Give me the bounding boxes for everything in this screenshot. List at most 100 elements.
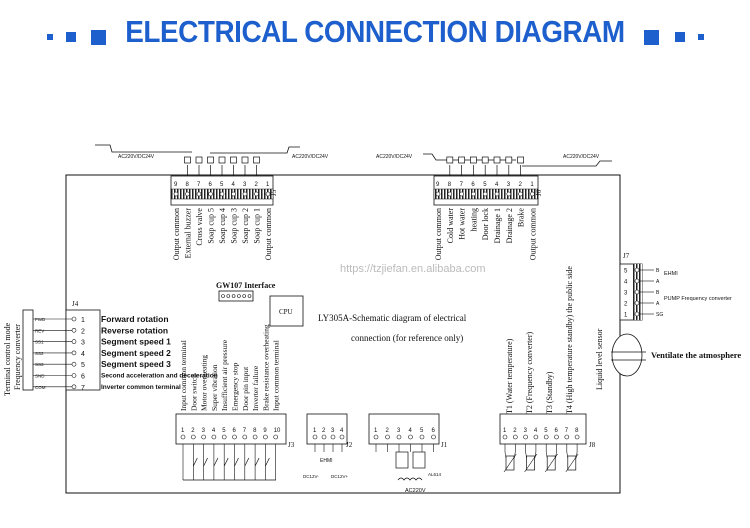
j1-terminal — [419, 434, 425, 440]
cpu-box — [269, 295, 304, 327]
j6-relay-contact — [505, 156, 513, 164]
j5-relay-contact — [195, 156, 203, 164]
j8-pin-number: 2 — [513, 428, 517, 434]
j1-pin-number: 3 — [397, 428, 401, 434]
j7-group2: PUMP Frequency converter — [664, 296, 732, 302]
j5-relay-contact — [207, 156, 214, 164]
j8-signal-t1: T1 (Water temperature) — [505, 338, 514, 414]
j4-tag: COM — [35, 385, 46, 390]
j4-side-subtitle: Frequency converter — [13, 324, 22, 390]
j5-pin-number: 3 — [243, 182, 247, 188]
j5-pin-number: 2 — [255, 182, 259, 188]
j3-input-switch — [223, 457, 229, 467]
j5-signal-label: External buzzer — [184, 208, 193, 259]
j5-signal-label: Soap cup 3 — [230, 208, 239, 244]
j6-signal-label: Output common — [434, 208, 443, 260]
j8-signal-t2: T2 (Frequency converter) — [525, 331, 534, 414]
j5-signal-label: Cross valve — [195, 208, 204, 246]
j5-signal-label: Output common — [264, 208, 273, 260]
j3-signal-label: Motor overheating — [200, 355, 209, 411]
j8-terminal — [564, 434, 570, 440]
j8-pin-number: 5 — [544, 428, 548, 434]
decor-square — [47, 34, 53, 40]
j3-pin-number: 3 — [202, 428, 206, 434]
watermark: https://tzjiefan.en.alibaba.com — [340, 263, 486, 275]
j4-signal-label: Segment speed 3 — [101, 359, 171, 369]
j6-signal-label: Brake — [517, 208, 526, 228]
j3-terminal — [180, 434, 186, 440]
j6-relay-contact — [481, 156, 489, 164]
j8-pin-number: 6 — [555, 428, 559, 434]
j7-pin-number: 5 — [624, 269, 628, 275]
j4-signal-label: Second acceleration and deceleration — [101, 373, 218, 380]
j3-pin-number: 1 — [181, 428, 185, 434]
j4-terminal — [71, 384, 77, 390]
j7-pin-number: 3 — [624, 291, 628, 297]
j8-signal-t3: T3 (Standby) — [545, 371, 554, 414]
j8-pin-number: 3 — [524, 428, 528, 434]
j1-terminal — [431, 434, 436, 440]
liquid-level-sensor-label: Liquid level sensor — [595, 328, 604, 390]
j3-pin-number: 2 — [191, 428, 195, 434]
j2-pin-number: 3 — [331, 428, 335, 434]
j6-terminal — [482, 191, 488, 197]
decor-square — [644, 30, 659, 45]
j4-pin-number: 6 — [81, 374, 85, 381]
j2-pin-number: 1 — [313, 428, 317, 434]
j1-pin-number: 2 — [386, 428, 390, 434]
j8-terminal — [512, 434, 518, 440]
cpu-label: CPU — [279, 308, 293, 316]
j5-pin-number: 4 — [232, 182, 236, 188]
j6-pin-number: 1 — [530, 182, 534, 188]
j6-voltage-left: AC220V/DC24V — [376, 154, 413, 160]
j5-signal-label: Soap cup 4 — [218, 208, 227, 244]
j6-label: J6 — [535, 189, 543, 196]
j3-input-switch — [234, 457, 239, 467]
j4-tag: SND — [35, 374, 45, 379]
j8-terminal — [554, 434, 559, 440]
j6-terminal — [494, 191, 500, 197]
j8-terminal — [574, 434, 580, 440]
j7-terminal — [634, 311, 640, 317]
j5-pin-number: 9 — [174, 182, 178, 188]
j4-signal-label: Inverter common terminal — [101, 384, 181, 391]
j8-terminal — [502, 434, 508, 440]
j5-relay-contact — [184, 156, 191, 164]
j3-label: J3 — [288, 441, 295, 449]
gw107-label: GW107 Interface — [216, 281, 276, 290]
vent-label: Ventilate the atmosphere — [651, 350, 741, 360]
j1-pin-number: 4 — [409, 428, 413, 434]
j3-terminal — [252, 434, 258, 440]
j4-signal-label: Segment speed 2 — [101, 348, 171, 358]
j6-pin-number: 2 — [519, 182, 523, 188]
j7-label: J7 — [623, 252, 630, 260]
j7-terminal — [634, 300, 640, 306]
j4-side-title: Terminal control mode — [3, 322, 12, 396]
j1-device: AL614 — [428, 472, 442, 477]
decor-square — [675, 32, 685, 42]
j6-signal-label: Cold water — [446, 208, 455, 244]
j7-group1: EHMI — [664, 271, 678, 277]
j6-pin-number: 3 — [507, 182, 511, 188]
liquid-level-sensor — [611, 333, 643, 377]
j6-voltage-right: AC220V/DC24V — [563, 154, 600, 160]
j2-supply-left: DC12V- — [303, 474, 319, 479]
j5-pin-number: 8 — [186, 182, 190, 188]
page-title: ELECTRICAL CONNECTION DIAGRAM — [125, 14, 625, 49]
j7-tag: SG — [656, 312, 663, 318]
frequency-converter-block — [22, 309, 34, 391]
j3-terminal — [201, 434, 206, 440]
j6-terminal — [447, 191, 453, 197]
j3-terminal — [221, 434, 227, 440]
j2-terminal — [312, 434, 318, 440]
j6-terminal — [530, 191, 535, 197]
j3-input-switch — [244, 457, 250, 467]
j6-relay-contact — [517, 156, 524, 164]
j6-relay-contact — [470, 156, 477, 164]
gw107-pin — [242, 294, 246, 298]
j3-pin-number: 6 — [233, 428, 237, 434]
